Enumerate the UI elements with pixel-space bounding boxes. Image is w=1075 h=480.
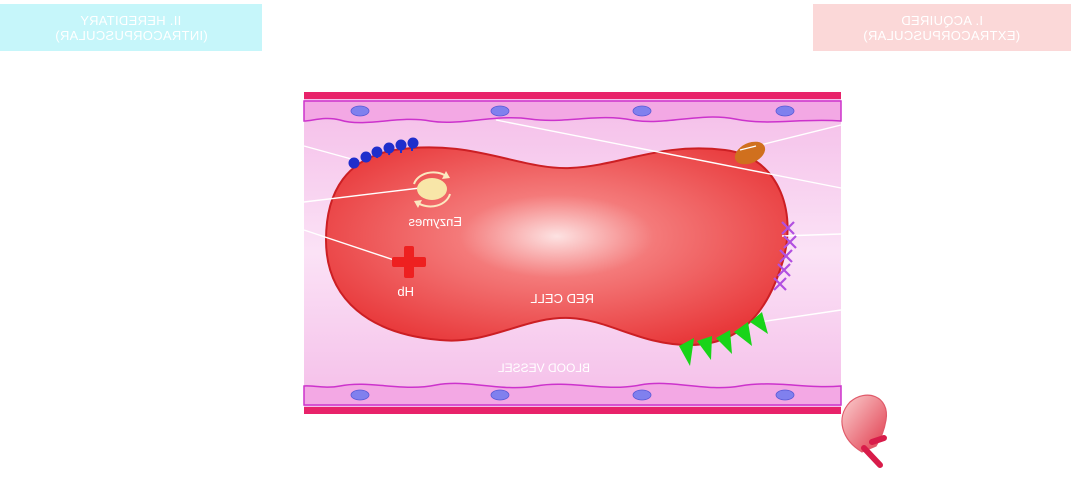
parasite-icon xyxy=(734,141,766,165)
leader-lines xyxy=(303,119,842,323)
blood-vessel-label: BLOOD VESSEL xyxy=(498,361,590,375)
complement-icon xyxy=(773,221,797,291)
acquired-header: I. ACQUIRED (EXTRACORPUSCULAR) xyxy=(813,4,1071,51)
enzyme-cycle-icon: Enzymes xyxy=(408,171,462,229)
red-cell-label: RED CELL xyxy=(530,291,594,306)
endothelium-bottom xyxy=(303,382,842,406)
hb-label: Hb xyxy=(397,284,414,299)
spleen-icon xyxy=(841,394,887,468)
spike-icon xyxy=(679,312,768,366)
endothelial-nuclei xyxy=(350,105,795,401)
enzymes-label: Enzymes xyxy=(408,214,462,229)
endothelium-top xyxy=(303,100,842,124)
red-cell: RED CELL xyxy=(324,146,789,347)
hereditary-header: II. HEREDITARY (INTRACORPUSCULAR) xyxy=(0,4,262,51)
vessel-wall-bottom xyxy=(304,407,841,414)
red-cell-body xyxy=(324,146,789,347)
vessel-wall-top xyxy=(304,92,841,99)
antibody-icon xyxy=(348,137,419,169)
hb-cross-icon: Hb xyxy=(392,246,426,299)
